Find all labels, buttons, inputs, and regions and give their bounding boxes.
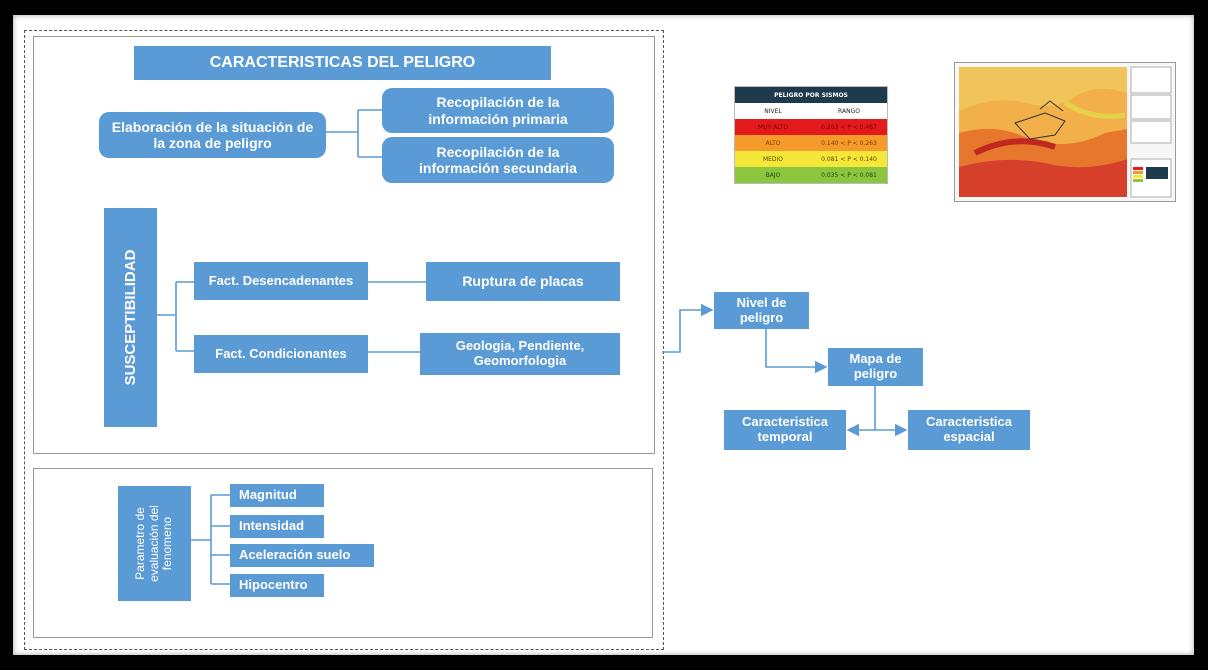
susceptibilidad-label: SUSCEPTIBILIDAD [121, 249, 139, 386]
ruptura-placas-box: Ruptura de placas [426, 262, 620, 301]
legend-row: MUY ALTO 0.263 < P < 0.467 [735, 119, 887, 135]
legend-header-nivel: NIVEL [764, 107, 782, 115]
recopilacion-primaria-box: Recopilación de la información primaria [382, 88, 614, 133]
legend-title: PELIGRO POR SISMOS [735, 87, 887, 103]
legend-row-nivel: BAJO [765, 171, 781, 179]
fact-desencadenantes-box: Fact. Desencadenantes [194, 262, 368, 300]
nivel-peligro-box: Nivel de peligro [714, 292, 809, 329]
parametro-evaluacion-box: Parametro de evaluación del fenomeno [118, 486, 191, 601]
caracteristica-temporal-box: Caracteristica temporal [724, 410, 846, 450]
legend-header-row: NIVEL RANGO [735, 103, 887, 119]
legend-row-rango: 0.140 < P < 0.263 [821, 139, 877, 147]
legend-row-rango: 0.035 < P < 0.081 [821, 171, 877, 179]
elaboracion-box: Elaboración de la situación de la zona d… [99, 112, 326, 158]
caracteristica-espacial-box: Caracteristica espacial [908, 410, 1030, 450]
legend-row-rango: 0.263 < P < 0.467 [821, 123, 877, 131]
parametro-item-hipocentro: Hipocentro [230, 574, 324, 597]
recopilacion-secundaria-box: Recopilación de la información secundari… [382, 137, 614, 183]
parametro-item-intensidad: Intensidad [230, 515, 324, 538]
hazard-map-graphic [955, 63, 1175, 201]
legend-row-nivel: MEDIO [762, 155, 784, 163]
legend-row-nivel: ALTO [765, 139, 781, 147]
legend-header-rango: RANGO [838, 107, 860, 115]
legend-row: BAJO 0.035 < P < 0.081 [735, 167, 887, 183]
fact-condicionantes-box: Fact. Condicionantes [194, 335, 368, 373]
parametro-item-aceleracion: Aceleración suelo [230, 544, 374, 567]
susceptibilidad-box: SUSCEPTIBILIDAD [104, 208, 157, 427]
peligro-sismos-legend: PELIGRO POR SISMOS NIVEL RANGO MUY ALTO 0… [734, 86, 888, 184]
legend-row-nivel: MUY ALTO [757, 123, 789, 131]
legend-row-rango: 0.081 < P < 0.140 [821, 155, 877, 163]
title-box: CARACTERISTICAS DEL PELIGRO [134, 46, 551, 80]
mapa-peligro-box: Mapa de peligro [828, 348, 923, 386]
hazard-map-thumbnail [954, 62, 1176, 202]
geologia-box: Geologia, Pendiente, Geomorfologia [420, 333, 620, 375]
legend-row: ALTO 0.140 < P < 0.263 [735, 135, 887, 151]
parametro-evaluacion-label: Parametro de evaluación del fenomeno [132, 505, 175, 582]
legend-row: MEDIO 0.081 < P < 0.140 [735, 151, 887, 167]
parametro-item-magnitud: Magnitud [230, 484, 324, 507]
